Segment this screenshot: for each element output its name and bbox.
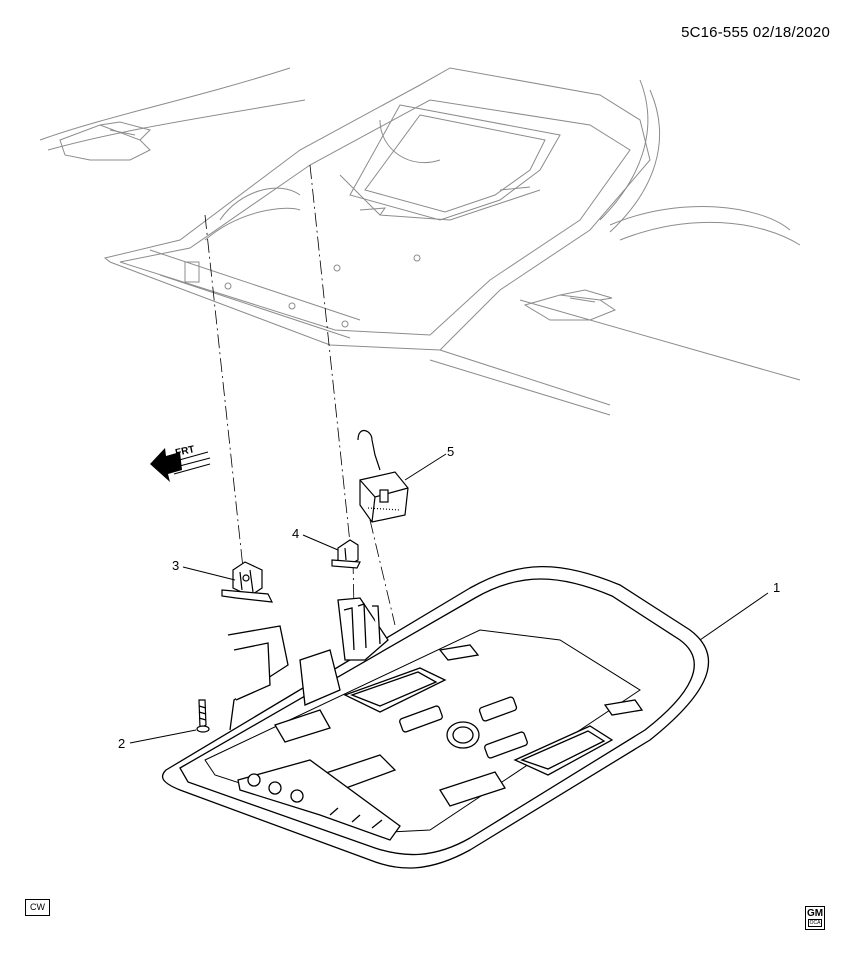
cw-label: CW bbox=[25, 899, 50, 916]
gm-logo-subtext: OCA bbox=[808, 919, 822, 927]
diagram-code: 5C16-555 02/18/2020 bbox=[681, 24, 830, 41]
frt-label: FRT bbox=[174, 444, 195, 459]
callout-3: 3 bbox=[172, 558, 180, 573]
part-2-screw bbox=[196, 699, 210, 733]
roof-headliner bbox=[39, 67, 801, 416]
part-4-clip bbox=[331, 539, 361, 569]
callout-5: 5 bbox=[447, 444, 455, 459]
front-direction-arrow-icon: FRT bbox=[150, 444, 211, 482]
callout-1: 1 bbox=[773, 580, 781, 595]
part-3-bracket bbox=[221, 561, 274, 603]
part-1-overhead-console bbox=[161, 566, 710, 869]
part-5-connector bbox=[357, 430, 409, 523]
gm-logo-text: GM bbox=[806, 908, 824, 919]
callout-2: 2 bbox=[118, 736, 126, 751]
leader-lines bbox=[129, 453, 769, 744]
gm-logo-icon: GM OCA bbox=[805, 906, 825, 930]
assembly-lines bbox=[204, 164, 396, 626]
callout-4: 4 bbox=[292, 526, 300, 541]
